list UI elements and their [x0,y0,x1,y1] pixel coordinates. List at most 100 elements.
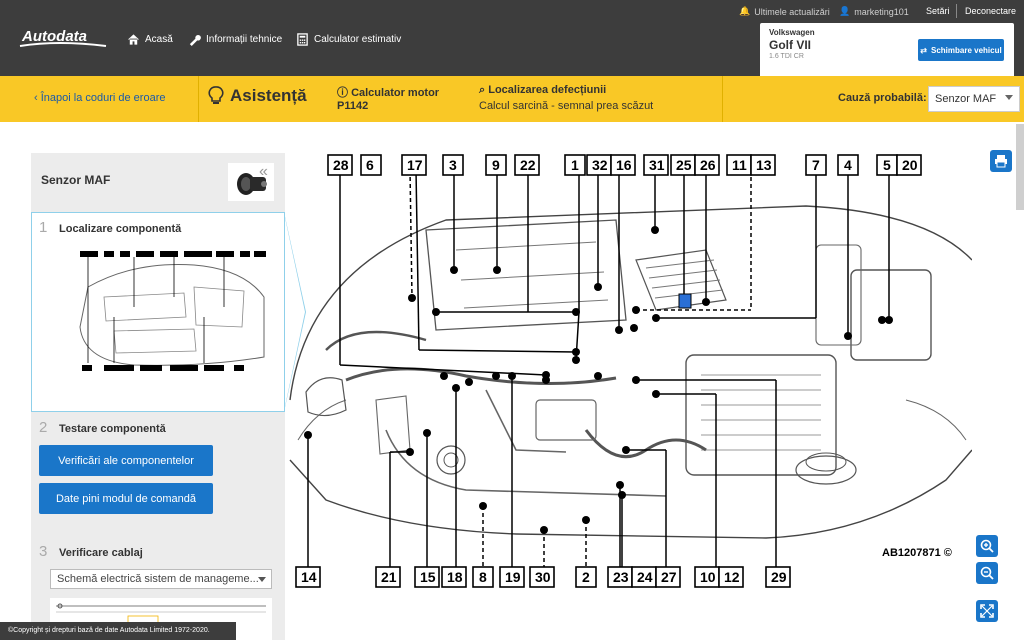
home-icon [127,34,140,45]
autodata-logo[interactable]: Autodata [18,26,108,50]
change-vehicle-button[interactable]: ⇄ Schimbare vehicul [918,39,1004,61]
calculator-icon [297,33,308,46]
logout-link[interactable]: Deconectare [965,6,1016,16]
svg-text:24: 24 [637,569,653,585]
label-20[interactable]: 20 [896,154,922,176]
label-15[interactable]: 15 [414,566,440,588]
vehicle-card: Volkswagen Golf VII 1.6 TDI CR ⇄ Schimba… [760,23,1014,76]
user-account[interactable]: 👤 marketing101 [839,6,909,17]
svg-text:10: 10 [700,569,716,585]
copyright-notice: ©Copyright și drepturi bază de date Auto… [0,622,236,640]
collapse-panel-icon[interactable]: « [259,163,268,180]
step-title: Verificare cablaj [59,547,143,559]
svg-text:19: 19 [505,569,521,585]
label-6[interactable]: 6 [360,154,382,176]
info-icon: ⓘ [337,87,348,99]
label-13[interactable]: 13 [750,154,776,176]
printer-icon [995,155,1007,168]
caret-down-icon [258,577,266,582]
wiring-diagram-select[interactable]: Schemă electrică sistem de manageme... [50,569,272,589]
label-17[interactable]: 17 [401,154,427,176]
zoom-in-button[interactable] [976,535,998,557]
label-12[interactable]: 12 [718,566,744,588]
fault-localization-title: ⌕ Localizarea defecțiunii [479,84,606,97]
svg-text:4: 4 [844,157,852,173]
label-29[interactable]: 29 [765,566,791,588]
vehicle-engine: 1.6 TDI CR [769,53,804,60]
step-number: 1 [39,219,48,236]
settings-link[interactable]: Setări [926,6,950,16]
back-to-error-codes-link[interactable]: ‹ Înapoi la coduri de eroare [34,92,166,104]
step-locate-component[interactable] [31,212,285,412]
svg-text:1: 1 [571,157,579,173]
logo-text: Autodata [21,28,87,45]
fault-toolbar [0,76,1024,122]
nav-technical-info[interactable]: Informații tehnice [188,33,282,46]
label-7[interactable]: 7 [805,154,827,176]
probable-cause-value: Senzor MAF [935,93,997,105]
vehicle-model: Golf VII [769,38,811,52]
label-23[interactable]: 23 [607,566,633,588]
print-button[interactable] [990,150,1012,172]
nav-estimate-calculator[interactable]: Calculator estimativ [296,33,401,46]
svg-text:17: 17 [407,157,423,173]
svg-text:30: 30 [535,569,551,585]
vehicle-make: Volkswagen [769,28,815,37]
settings-label: Setări [926,6,950,16]
label-9[interactable]: 9 [485,154,507,176]
label-8[interactable]: 8 [472,566,494,588]
label-31[interactable]: 31 [643,154,669,176]
label-4[interactable]: 4 [837,154,859,176]
nav-technical-label: Informații tehnice [206,34,283,45]
nav-home[interactable]: Acasă [127,33,173,46]
fullscreen-button[interactable] [976,600,998,622]
label-14[interactable]: 14 [295,566,321,588]
label-30[interactable]: 30 [529,566,555,588]
fault-description: Calcul sarcină - semnal prea scăzut [479,100,654,112]
label-27[interactable]: 27 [655,566,681,588]
zoom-out-icon [980,566,994,580]
toolbar-divider [198,76,199,122]
label-11[interactable]: 11 [726,154,752,176]
label-5[interactable]: 5 [876,154,898,176]
calc-title-text: Calculator motor [351,87,440,99]
svg-text:22: 22 [520,157,536,173]
assistance-label: Asistență [230,86,307,105]
label-18[interactable]: 18 [441,566,467,588]
svg-text:11: 11 [732,157,747,173]
label-10[interactable]: 10 [694,566,720,588]
label-22[interactable]: 22 [514,154,540,176]
svg-text:5: 5 [883,157,891,173]
component-checks-button[interactable]: Verificări ale componentelor [39,445,213,476]
assistance-title: Asistență [208,86,307,106]
step-number: 2 [39,419,48,436]
label-25[interactable]: 25 [670,154,696,176]
ecu-pin-data-button[interactable]: Date pini modul de comandă [39,483,213,514]
label-2[interactable]: 2 [575,566,597,588]
svg-text:23: 23 [613,569,629,585]
label-28[interactable]: 28 [327,154,353,176]
label-1[interactable]: 1 [564,154,586,176]
svg-text:18: 18 [447,569,463,585]
nav-home-label: Acasă [145,34,173,45]
username-label: marketing101 [854,6,909,17]
svg-text:28: 28 [333,157,349,173]
diagram-reference: AB1207871 © [882,547,952,559]
label-21[interactable]: 21 [375,566,401,588]
page-scrollbar[interactable] [1016,124,1024,210]
label-26[interactable]: 26 [694,154,720,176]
change-vehicle-label: Schimbare vehicul [931,45,1002,55]
fault-title-text: Localizarea defecțiunii [488,84,607,96]
label-19[interactable]: 19 [499,566,525,588]
label-24[interactable]: 24 [631,566,657,588]
label-16[interactable]: 16 [610,154,636,176]
back-label: Înapoi la coduri de eroare [40,92,166,104]
latest-updates-link[interactable]: 🔔 Ultimele actualizări [739,6,830,17]
probable-cause-select[interactable]: Senzor MAF [928,86,1020,112]
label-32[interactable]: 32 [586,154,612,176]
label-3[interactable]: 3 [442,154,464,176]
svg-text:20: 20 [902,157,918,173]
zoom-out-button[interactable] [976,562,998,584]
location-thumbnail[interactable] [74,247,268,373]
caret-down-icon [1005,95,1013,100]
